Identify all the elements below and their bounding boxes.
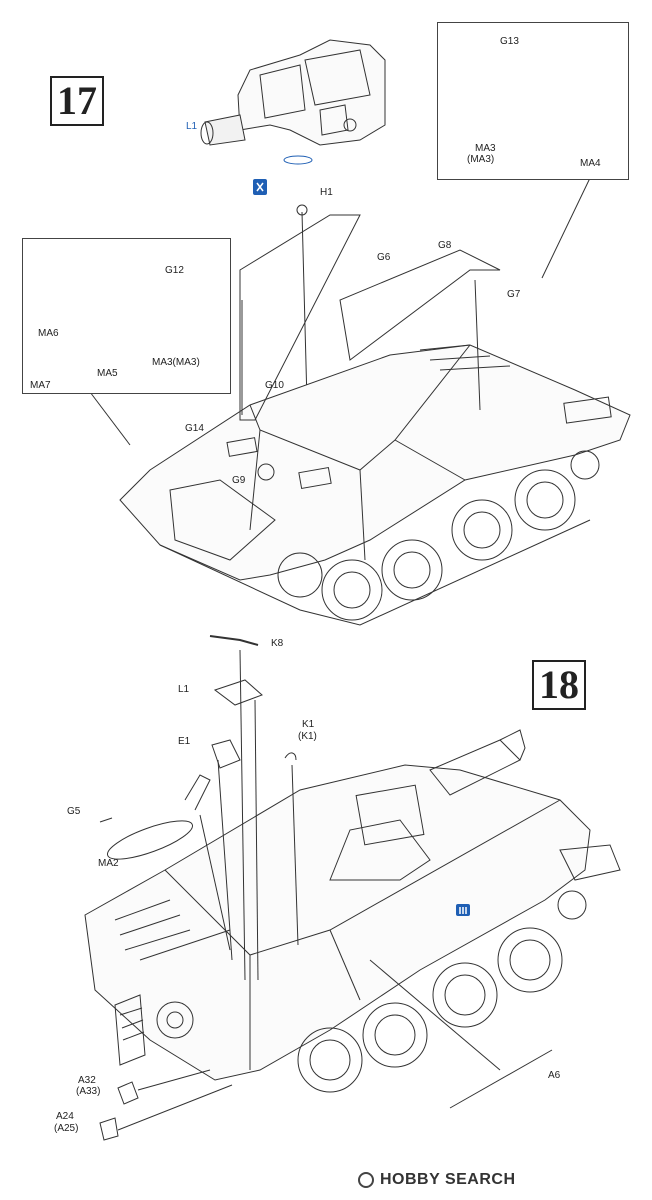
- part-label-k1: K1: [302, 719, 315, 730]
- inset-box-top-right: [437, 22, 629, 180]
- step-number-18: 18: [532, 660, 586, 710]
- watermark-text: HOBBY SEARCH: [380, 1171, 516, 1188]
- part-label-h1: H1: [320, 187, 333, 198]
- part-label-a32: A32: [78, 1075, 96, 1086]
- part-label-a24: A24: [56, 1111, 74, 1122]
- part-label-ma5: MA5: [97, 368, 118, 379]
- part-label-k1-alt: (K1): [298, 731, 317, 742]
- part-label-l1-step18: L1: [178, 684, 190, 695]
- part-label-a33: (A33): [76, 1086, 101, 1097]
- hull-drawing-step17: [119, 214, 631, 626]
- part-label-g9: G9: [232, 475, 246, 486]
- part-label-a25: (A25): [54, 1123, 79, 1134]
- part-label-ma2: MA2: [98, 858, 119, 869]
- hobby-search-logo-icon: [358, 1172, 374, 1188]
- part-label-g13: G13: [500, 36, 519, 47]
- part-label-g8: G8: [438, 240, 452, 251]
- part-label-g10: G10: [265, 380, 284, 391]
- inset-box-left: [22, 238, 231, 394]
- part-label-ma4: MA4: [580, 158, 601, 169]
- part-label-e1: E1: [178, 736, 191, 747]
- part-label-ma6: MA6: [38, 328, 59, 339]
- hobby-search-watermark: HOBBY SEARCH: [358, 1170, 648, 1192]
- part-label-ma3-alt: (MA3): [467, 154, 495, 165]
- hull-drawing-step18: [84, 729, 621, 1093]
- part-label-g5: G5: [67, 806, 81, 817]
- part-label-g14: G14: [185, 423, 204, 434]
- part-label-ma3: MA3: [475, 143, 496, 154]
- part-label-g12: G12: [165, 265, 184, 276]
- part-label-g6: G6: [377, 252, 391, 263]
- part-label-a6: A6: [548, 1070, 561, 1081]
- part-label-ma7: MA7: [30, 380, 51, 391]
- gun-assembly-drawing: [200, 39, 386, 165]
- part-label-k8: K8: [271, 638, 284, 649]
- part-label-ma3-ma3: MA3(MA3): [152, 357, 200, 368]
- loose-parts-step18: [99, 635, 553, 1141]
- road-wheels-step18: [297, 890, 587, 1093]
- road-wheels-step17: [277, 450, 600, 621]
- part-label-g7: G7: [507, 289, 521, 300]
- part-label-l1: L1: [186, 121, 198, 132]
- step-number-17: 17: [50, 76, 104, 126]
